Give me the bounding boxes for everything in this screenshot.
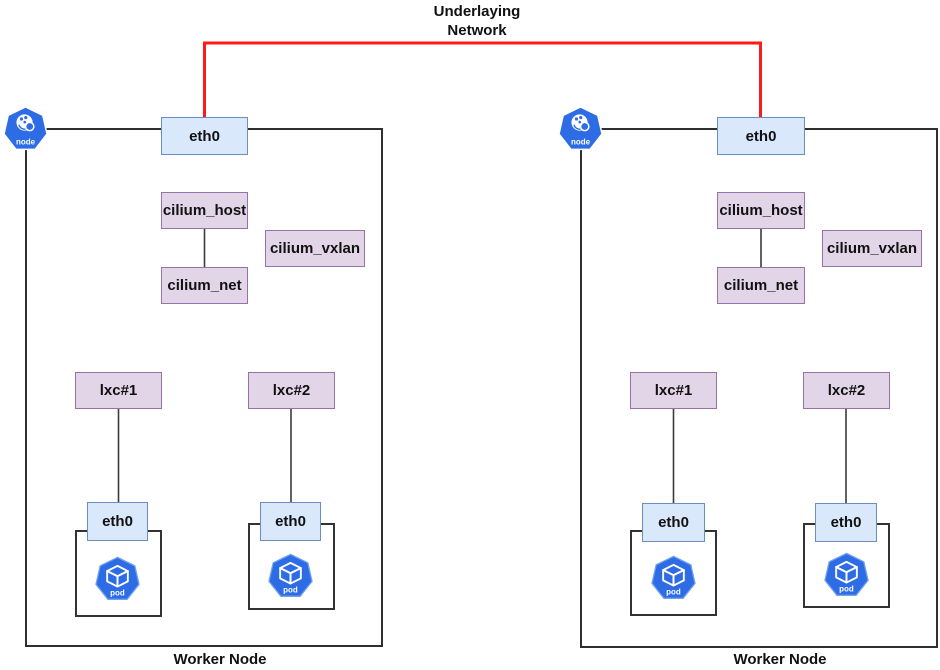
worker1-k8s-node-icon: node bbox=[3, 106, 48, 151]
worker1-cilium-vxlan-label: cilium_vxlan bbox=[269, 240, 361, 257]
worker1-eth0-label: eth0 bbox=[189, 127, 220, 145]
worker1-node-icon-label: node bbox=[16, 138, 36, 147]
worker2-pod1-eth0-label: eth0 bbox=[658, 514, 689, 531]
worker2-eth0-box: eth0 bbox=[717, 117, 805, 155]
worker2-k8s-node-icon: node bbox=[558, 106, 603, 151]
worker1-cilium-vxlan-box: cilium_vxlan bbox=[265, 230, 365, 267]
worker1-cilium-host-box: cilium_host bbox=[161, 192, 248, 229]
worker2-eth0-label: eth0 bbox=[745, 127, 777, 145]
worker2-pod1-icon-label: pod bbox=[666, 587, 681, 596]
worker2-lxc1-label: lxc#1 bbox=[654, 382, 693, 399]
worker2-label: Worker Node bbox=[733, 651, 827, 668]
worker1-lxc2-label: lxc#2 bbox=[272, 382, 311, 399]
worker1-cilium-net-box: cilium_net bbox=[161, 267, 248, 304]
worker2-cilium-vxlan-label: cilium_vxlan bbox=[826, 240, 918, 257]
worker1-eth0-box: eth0 bbox=[161, 117, 248, 155]
worker1-pod2-icon-label: pod bbox=[283, 585, 298, 594]
worker2-pod1-icon: pod bbox=[651, 555, 696, 599]
worker1-label: Worker Node bbox=[173, 651, 267, 668]
worker1-pod1-eth0-box: eth0 bbox=[87, 502, 148, 541]
worker1-lxc1-label: lxc#1 bbox=[99, 382, 138, 399]
worker1-pod1-icon-label: pod bbox=[110, 588, 125, 597]
worker2-node-icon-label: node bbox=[571, 138, 591, 147]
worker2-pod2-icon: pod bbox=[824, 552, 869, 596]
worker2-pod2-icon-label: pod bbox=[839, 584, 854, 593]
worker1-pod2-icon: pod bbox=[268, 553, 313, 597]
worker1-cilium-host-label: cilium_host bbox=[162, 202, 247, 219]
worker2-cilium-host-label: cilium_host bbox=[719, 202, 803, 219]
worker1-pod1-icon: pod bbox=[95, 556, 140, 600]
underlay-network-link bbox=[203, 41, 762, 117]
worker2-cilium-net-label: cilium_net bbox=[723, 277, 799, 294]
worker2-lxc2-label: lxc#2 bbox=[827, 382, 866, 399]
worker2-lxc2-box: lxc#2 bbox=[803, 372, 890, 409]
worker1-cilium-net-label: cilium_net bbox=[167, 277, 242, 294]
worker1-lxc2-box: lxc#2 bbox=[248, 372, 335, 409]
worker2-pod2-eth0-box: eth0 bbox=[815, 503, 877, 542]
worker1-lxc1-box: lxc#1 bbox=[75, 372, 162, 409]
diagram-title: Underlaying Network bbox=[433, 3, 521, 39]
worker1-pod2-eth0-box: eth0 bbox=[260, 502, 321, 541]
worker1-pod2-eth0-label: eth0 bbox=[275, 513, 306, 530]
worker2-cilium-net-box: cilium_net bbox=[717, 267, 805, 304]
worker1-pod1-eth0-label: eth0 bbox=[102, 513, 133, 530]
worker2-cilium-vxlan-box: cilium_vxlan bbox=[822, 230, 922, 267]
worker2-lxc1-box: lxc#1 bbox=[630, 372, 717, 409]
worker2-pod1-eth0-box: eth0 bbox=[642, 503, 705, 542]
worker2-pod2-eth0-label: eth0 bbox=[830, 514, 862, 531]
worker2-cilium-host-box: cilium_host bbox=[717, 192, 805, 229]
